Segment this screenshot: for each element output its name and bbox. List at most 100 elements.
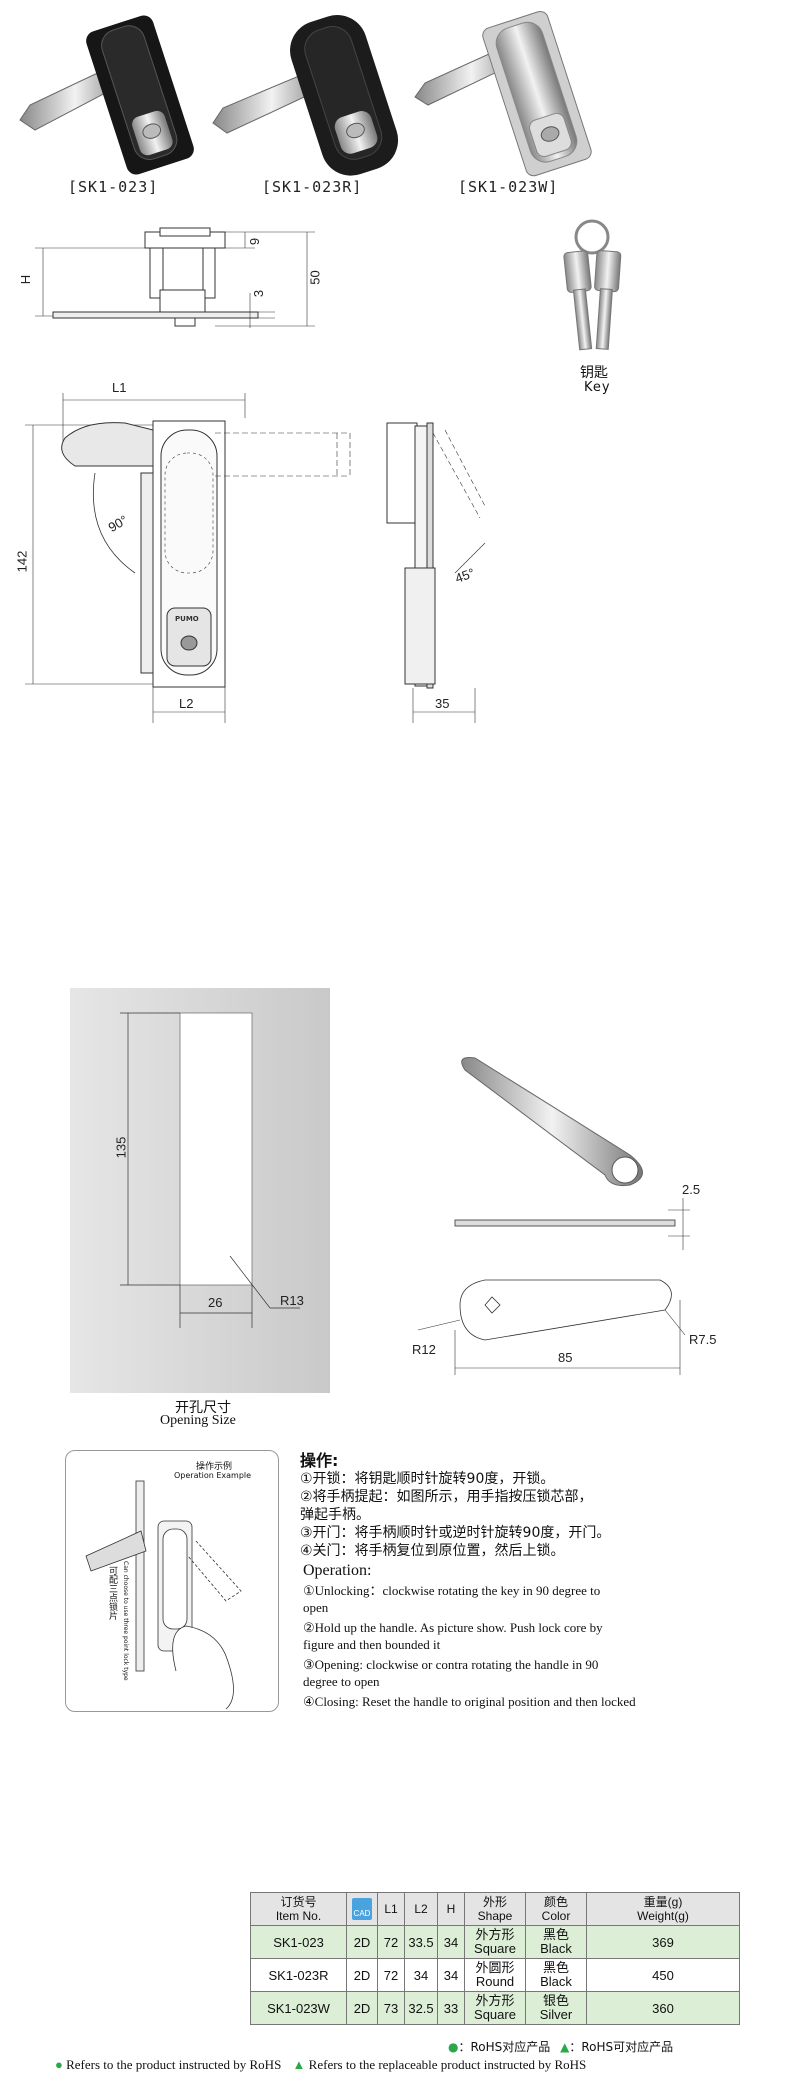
cell-color-en: Silver — [539, 2007, 573, 2022]
legend-en: ● Refers to the product instructed by Ro… — [55, 2057, 586, 2073]
cell-color-en: Black — [540, 1941, 572, 1956]
header-h: H — [437, 1892, 465, 1926]
dim-r13: R13 — [280, 1293, 304, 1308]
opening-size-title-cn: 开孔尺寸 — [175, 1400, 231, 1416]
cell-l1: 72 — [377, 1958, 405, 1992]
cell-shape-en: Round — [475, 1974, 515, 1989]
cell-l2: 33.5 — [404, 1925, 438, 1959]
key-label-en: Key — [584, 380, 611, 395]
dim-3: 3 — [251, 289, 267, 298]
cell-shape-cn: 外圆形 — [475, 1960, 515, 1975]
header-shape-cn: 外形 — [482, 1895, 507, 1909]
operation-en-step-2: ②Hold up the handle. As picture show. Pu… — [303, 1620, 603, 1635]
cell-item: SK1-023R — [250, 1958, 347, 1992]
dim-26: 26 — [208, 1295, 223, 1310]
cell-cad[interactable]: 2D — [346, 1958, 378, 1992]
legend-cn: ●：RoHS对应产品 ▲：RoHS可对应产品 — [448, 2038, 673, 2055]
header-shape-en: Shape — [477, 1909, 513, 1923]
cell-l1: 73 — [377, 1991, 405, 2025]
dim-r12: R12 — [412, 1342, 436, 1357]
cell-shape-cn: 外方形 — [475, 1927, 515, 1942]
operation-cn-step-4: ④关门：将手柄复位到原位置，然后上锁。 — [300, 1543, 565, 1559]
cell-h: 34 — [437, 1958, 465, 1992]
cam-plate-drawing: 2.5 R12 R7.5 85 — [400, 1180, 716, 1395]
operation-cn-step-1: ①开锁：将钥匙顺时针旋转90度，开锁。 — [300, 1471, 555, 1487]
product-photo-sk1-023 — [10, 5, 210, 180]
operation-cn-block: 操作: ①开锁：将钥匙顺时针旋转90度，开锁。 ②将手柄提起：如图所示，用手指按… — [300, 1452, 770, 1560]
product-code-sk1-023r: [SK1-023R] — [262, 178, 363, 196]
operation-cn-step-2b: 弹起手柄。 — [300, 1507, 370, 1523]
dim-h: H — [18, 274, 34, 285]
dim-9: 9 — [247, 237, 263, 246]
operation-en-block: Operation: ①Unlocking：clockwise rotating… — [303, 1562, 773, 1710]
cell-shape-cn: 外方形 — [475, 1993, 515, 2008]
key-photo — [550, 215, 640, 360]
operation-en-step-3: ③Opening: clockwise or contra rotating t… — [303, 1657, 599, 1672]
cell-cad[interactable]: 2D — [346, 1925, 378, 1959]
dim-r7-5: R7.5 — [689, 1332, 717, 1347]
cell-weight: 450 — [586, 1958, 740, 1992]
product-photo-sk1-023r — [205, 5, 415, 180]
header-item-cn: 订货号 — [280, 1895, 317, 1909]
operation-cn-title: 操作: — [300, 1451, 339, 1470]
dim-142: 142 — [14, 550, 30, 573]
operation-cn-step-2: ②将手柄提起：如图所示，用手指按压锁芯部， — [300, 1489, 593, 1505]
cell-color-cn: 银色 — [542, 1993, 569, 2008]
legend-rohs-alt-cn: ：RoHS可对应产品 — [569, 2040, 674, 2054]
cell-cad[interactable]: 2D — [346, 1991, 378, 2025]
header-color-cn: 颜色 — [543, 1895, 568, 1909]
operation-example-side-en: Can choose to use three point lock type — [122, 1561, 129, 1681]
operation-en-step-3b: degree to open — [303, 1674, 380, 1689]
header-l2: L2 — [404, 1892, 438, 1926]
legend-rohs-en: Refers to the product instructed by RoHS — [66, 2057, 282, 2072]
header-l1: L1 — [377, 1892, 405, 1926]
operation-en-step-1: ①Unlocking：clockwise rotating the key in… — [303, 1583, 601, 1598]
dim-2-5: 2.5 — [682, 1182, 701, 1197]
dim-l1: L1 — [112, 380, 127, 395]
cell-l1: 72 — [377, 1925, 405, 1959]
cell-l2: 34 — [404, 1958, 438, 1992]
header-weight-cn: 重量(g) — [643, 1895, 683, 1909]
dim-l2: L2 — [179, 696, 194, 711]
dim-50: 50 — [307, 270, 323, 285]
cell-shape-en: Square — [474, 2007, 516, 2022]
cell-color-cn: 黑色 — [542, 1960, 569, 1975]
operation-en-step-2b: figure and then bounded it — [303, 1637, 441, 1652]
operation-example-side-cn: 可配三点锁片 — [107, 1566, 117, 1620]
opening-size-panel: 135 26 R13 — [70, 988, 330, 1393]
brand-plate: PUMO — [175, 615, 199, 623]
rohs-dot-icon: ● — [448, 2040, 459, 2054]
cam-plate-photo — [455, 1050, 675, 1190]
product-photo-sk1-023w — [410, 5, 610, 180]
product-code-sk1-023w: [SK1-023W] — [458, 178, 559, 196]
cell-h: 34 — [437, 1925, 465, 1959]
header-color-en: Color — [541, 1909, 571, 1923]
cell-h: 33 — [437, 1991, 465, 2025]
legend-rohs-alt-en: Refers to the replaceable product instru… — [308, 2057, 587, 2072]
dim-135: 135 — [113, 1136, 129, 1159]
product-code-sk1-023: [SK1-023] — [68, 178, 159, 196]
rohs-dot-icon-en: ● — [55, 2057, 63, 2072]
cell-weight: 369 — [586, 1925, 740, 1959]
cell-item: SK1-023W — [250, 1991, 347, 2025]
dim-35: 35 — [435, 696, 450, 711]
cad-icon: CAD — [352, 1898, 372, 1920]
cell-color-cn: 黑色 — [542, 1927, 569, 1942]
cell-item: SK1-023 — [250, 1925, 347, 1959]
header-item-en: Item No. — [275, 1909, 322, 1923]
cell-l2: 32.5 — [404, 1991, 438, 2025]
cell-shape-en: Square — [474, 1941, 516, 1956]
key-label-cn: 钥匙 — [580, 365, 608, 381]
operation-en-step-1b: open — [303, 1600, 329, 1615]
header-weight-en: Weight(g) — [637, 1909, 689, 1923]
operation-en-step-4: ④Closing: Reset the handle to original p… — [303, 1694, 636, 1709]
legend-rohs-cn: ：RoHS对应产品 — [458, 2040, 551, 2054]
rohs-triangle-icon: ▲ — [560, 2040, 570, 2054]
operation-example-title-en: Operation Example — [174, 1471, 252, 1480]
dim-85: 85 — [558, 1350, 573, 1365]
